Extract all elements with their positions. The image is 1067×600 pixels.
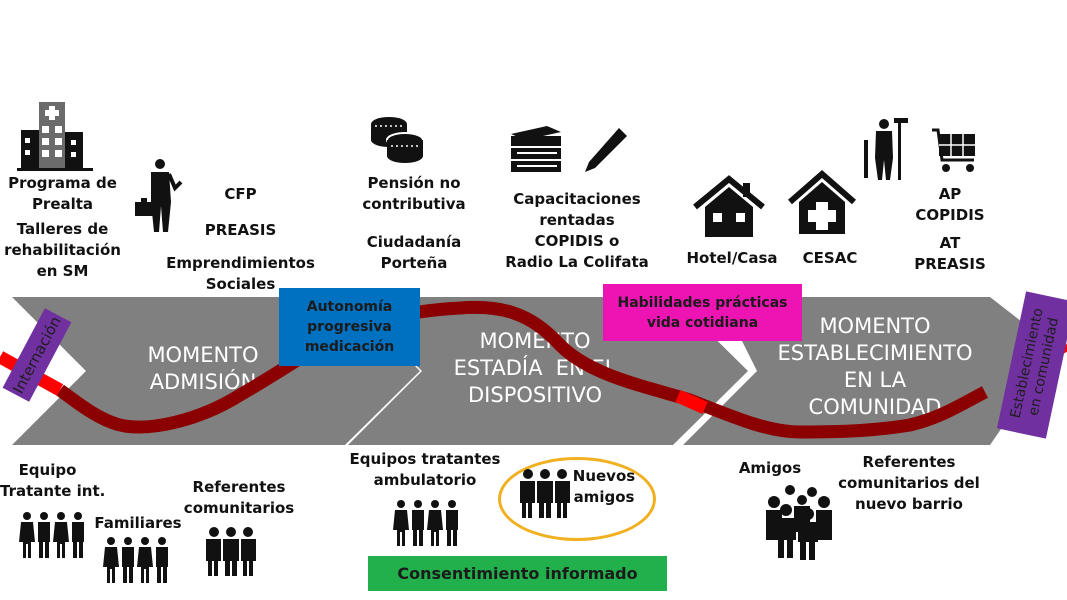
cesac-text: CESAC xyxy=(802,249,858,267)
hotel-casa-text: Hotel/Casa xyxy=(686,249,778,267)
familiares-text: Familiares xyxy=(94,514,182,532)
pension-line1: Pensión no xyxy=(367,174,461,192)
outpatient-team-icon xyxy=(393,500,458,546)
habilidades-line1: Habilidades prácticas xyxy=(617,294,788,311)
community-referents-icon xyxy=(206,527,256,576)
label-hotel-casa: Hotel/Casa xyxy=(682,248,782,269)
equipos-amb-line2: ambulatorio xyxy=(373,471,477,489)
pension-line3: Ciudadanía xyxy=(366,233,462,251)
referentes-barrio-line3: nuevo barrio xyxy=(855,495,963,513)
referentes-barrio-line2: comunitarios del xyxy=(838,474,980,492)
assist-line3: AT xyxy=(939,234,961,252)
prealta-line4: rehabilitación xyxy=(4,241,121,259)
label-equipos-ambulatorio: Equipos tratantes ambulatorio xyxy=(345,449,505,491)
label-cfp-preasis: CFP PREASIS Emprendimientos Sociales xyxy=(158,184,323,295)
referentes-line2: comunitarios xyxy=(183,499,295,517)
habilidades-line2: vida cotidiana xyxy=(646,314,759,331)
health-center-icon xyxy=(788,170,856,234)
stage-establecimiento-line3: EN LA xyxy=(843,368,907,392)
autonomia-line3: medicación xyxy=(304,339,395,355)
referentes-line1: Referentes xyxy=(192,478,286,496)
prealta-line1: Programa de xyxy=(8,174,117,192)
people-group-icon xyxy=(19,512,84,558)
amigos-text: Amigos xyxy=(738,459,802,477)
capacitaciones-line3: COPIDIS o xyxy=(534,232,620,250)
stage-establecimiento-line1: MOMENTO xyxy=(819,314,931,338)
consentimiento-text: Consentimiento informado xyxy=(397,563,638,583)
label-pension: Pensión no contributiva Ciudadanía Porte… xyxy=(350,173,478,274)
capacitaciones-line1: Capacitaciones xyxy=(513,190,641,208)
cleaning-cart-icon xyxy=(864,118,975,180)
new-friends-icon xyxy=(520,469,570,518)
stage-label-establecimiento: MOMENTO ESTABLECIMIENTO EN LA COMUNIDAD xyxy=(765,313,985,421)
cfp-line4: Sociales xyxy=(205,275,276,293)
equipos-amb-line1: Equipos tratantes xyxy=(349,450,501,468)
coins-icon xyxy=(371,117,424,163)
assist-line1: AP xyxy=(938,185,962,203)
cfp-line3: Emprendimientos xyxy=(166,254,315,272)
box-autonomia-medicacion: Autonomía progresiva medicación xyxy=(279,288,420,366)
prealta-line5: en SM xyxy=(36,262,89,280)
label-familiares: Familiares xyxy=(92,513,184,534)
books-pencil-icon xyxy=(511,126,627,172)
box-habilidades-practicas: Habilidades prácticas vida cotidiana xyxy=(603,284,802,341)
label-ap-copidis: AP COPIDIS AT PREASIS xyxy=(905,184,995,275)
stage-establecimiento-line2: ESTABLECIMIENTO xyxy=(777,341,973,365)
label-nuevos-amigos: Nuevos amigos xyxy=(568,466,640,508)
capacitaciones-line2: rentadas xyxy=(539,211,615,229)
referentes-barrio-line1: Referentes xyxy=(862,453,956,471)
stage-label-admision: MOMENTO ADMISIÓN xyxy=(118,342,288,396)
label-referentes-comunitarios: Referentes comunitarios xyxy=(180,477,298,519)
label-cesac: CESAC xyxy=(790,248,870,269)
cfp-line1: CFP xyxy=(224,185,257,203)
label-amigos: Amigos xyxy=(735,458,805,479)
worker-toolbox-icon xyxy=(135,159,183,232)
nuevos-amigos-line1: Nuevos xyxy=(572,467,636,485)
box-consentimiento-informado: Consentimiento informado xyxy=(368,556,667,591)
pension-line2: contributiva xyxy=(362,195,466,213)
assist-line2: COPIDIS xyxy=(915,206,985,224)
path-dark xyxy=(56,300,988,439)
path-bright-cross xyxy=(675,390,708,414)
label-programa-prealta: Programa de Prealta Talleres de rehabili… xyxy=(0,173,125,282)
autonomia-line1: Autonomía xyxy=(306,299,393,315)
capacitaciones-line4: Radio La Colifata xyxy=(505,253,649,271)
label-equipo-tratante-int: Equipo Tratante int. xyxy=(0,460,106,502)
prealta-line2: Prealta xyxy=(31,195,94,213)
family-group-icon xyxy=(103,537,168,583)
label-referentes-barrio: Referentes comunitarios del nuevo barrio xyxy=(835,452,983,515)
label-capacitaciones: Capacitaciones rentadas COPIDIS o Radio … xyxy=(497,189,657,273)
cfp-line2: PREASIS xyxy=(204,221,277,239)
stage-admision-line1: MOMENTO xyxy=(147,343,259,367)
new-friends-oval xyxy=(498,457,656,541)
hospital-icon xyxy=(17,102,93,171)
nuevos-amigos-line2: amigos xyxy=(573,488,635,506)
autonomia-line2: progresiva xyxy=(307,319,392,335)
equipo-int-line1: Equipo xyxy=(18,461,77,479)
equipo-int-line2: Tratante int. xyxy=(0,482,106,500)
house-icon xyxy=(693,175,765,237)
stage-establecimiento-line4: COMUNIDAD xyxy=(808,395,942,419)
prealta-line3: Talleres de xyxy=(16,220,109,238)
assist-line4: PREASIS xyxy=(914,255,986,273)
friends-crowd-icon xyxy=(766,485,832,560)
stage-estadia-line3: DISPOSITIVO xyxy=(468,383,602,407)
pension-line4: Porteña xyxy=(380,254,448,272)
